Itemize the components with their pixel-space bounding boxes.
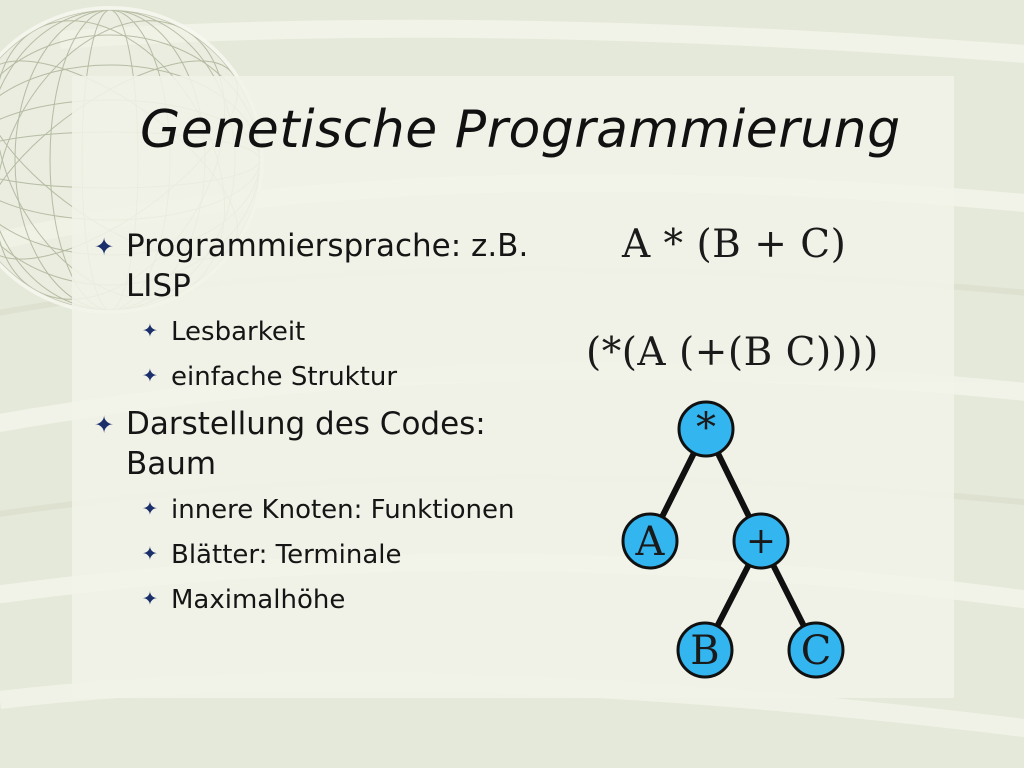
tree-node-leaf-c: C xyxy=(787,621,845,679)
tree-node-label: B xyxy=(690,628,719,674)
content-panel xyxy=(72,76,954,698)
tree-node-label: + xyxy=(746,521,776,562)
tree-node-label: C xyxy=(801,628,832,674)
tree-node-right: + xyxy=(732,512,790,570)
tree-node-label: A xyxy=(635,519,666,565)
tree-node-left: A xyxy=(621,512,679,570)
bullet-text: einfache Struktur xyxy=(171,362,398,392)
four-point-star-icon: ✦ xyxy=(142,498,158,520)
tree-node-root: * xyxy=(677,400,735,458)
bullet-item: ✦ Blätter: Terminale xyxy=(90,537,530,573)
expression-tree: * A + B C xyxy=(621,400,845,679)
four-point-star-icon: ✦ xyxy=(142,543,158,565)
bullet-text: Programmiersprache: z.B. LISP xyxy=(126,228,529,304)
bullet-item: ✦ Darstellung des Codes: Baum xyxy=(90,404,530,484)
four-point-star-icon: ✦ xyxy=(94,411,115,439)
bullet-item: ✦ Programmiersprache: z.B. LISP xyxy=(90,226,530,306)
bullet-text: Lesbarkeit xyxy=(171,317,306,347)
bullet-item: ✦ einfache Struktur xyxy=(90,359,530,395)
four-point-star-icon: ✦ xyxy=(142,320,158,342)
bullet-text: Darstellung des Codes: Baum xyxy=(126,406,486,482)
four-point-star-icon: ✦ xyxy=(94,233,115,261)
bullet-item: ✦ Lesbarkeit xyxy=(90,314,530,350)
bullet-list: ✦ Programmiersprache: z.B. LISP ✦ Lesbar… xyxy=(90,226,530,627)
bullet-text: Blätter: Terminale xyxy=(171,540,402,570)
bullet-text: Maximalhöhe xyxy=(171,585,346,615)
bullet-item: ✦ innere Knoten: Funktionen xyxy=(90,492,530,528)
tree-node-leaf-b: B xyxy=(676,621,734,679)
tree-node-label: * xyxy=(696,405,716,451)
prefix-formula: (*(A (+(B C)))) xyxy=(586,330,879,375)
four-point-star-icon: ✦ xyxy=(142,588,158,610)
slide-title: Genetische Programmierung xyxy=(140,100,901,160)
infix-formula: A * (B + C) xyxy=(622,222,847,267)
bullet-item: ✦ Maximalhöhe xyxy=(90,582,530,618)
four-point-star-icon: ✦ xyxy=(142,365,158,387)
bullet-text: innere Knoten: Funktionen xyxy=(171,495,515,525)
